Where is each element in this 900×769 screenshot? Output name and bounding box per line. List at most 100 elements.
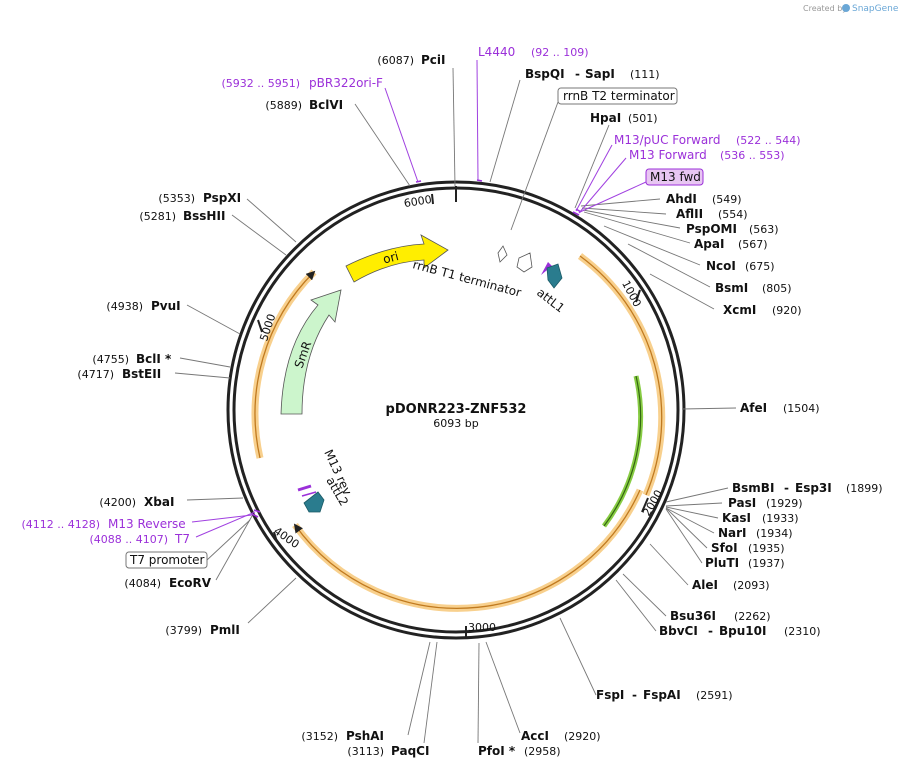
rrnb-t2-box: rrnB T2 terminator (557, 87, 678, 105)
svg-text:(4755): (4755) (92, 353, 129, 366)
enzyme-pspomi: PspOMI (563) (686, 222, 779, 236)
svg-text:BsmI: BsmI (715, 281, 748, 295)
svg-text:AhdI: AhdI (666, 192, 697, 206)
svg-text:T7: T7 (174, 532, 190, 546)
svg-text:M13/pUC Forward: M13/pUC Forward (614, 133, 721, 147)
svg-text:NarI: NarI (718, 526, 747, 540)
attl1-feature: attL1 (534, 262, 567, 316)
svg-text:Bpu10I: Bpu10I (719, 624, 766, 638)
svg-text:(4200): (4200) (99, 496, 136, 509)
svg-text:PciI: PciI (421, 53, 446, 67)
svg-text:(3113): (3113) (347, 745, 384, 758)
svg-text:M13 fwd: M13 fwd (650, 170, 701, 184)
svg-text:M13 Reverse: M13 Reverse (108, 517, 186, 531)
primer-pbr322ori-f: (5932 .. 5951) pBR322ori-F (221, 76, 383, 90)
svg-text:(4938): (4938) (106, 300, 143, 313)
enzyme-alei: AleI (2093) (692, 578, 770, 592)
svg-text:FspI: FspI (596, 688, 624, 702)
enzyme-bsu36i: Bsu36I (2262) (670, 609, 771, 623)
svg-text:(1933): (1933) (762, 512, 799, 525)
svg-text:(567): (567) (738, 238, 768, 251)
svg-text:(2262): (2262) (734, 610, 771, 623)
plasmid-length: 6093 bp (433, 417, 478, 430)
svg-text:PfoI *: PfoI * (478, 744, 516, 758)
svg-text:pBR322ori-F: pBR322ori-F (309, 76, 383, 90)
enzyme-pmli: (3799) PmlI (165, 623, 239, 637)
enzyme-kasi: KasI (1933) (722, 511, 799, 525)
enzyme-afei: AfeI (1504) (740, 401, 820, 415)
svg-text:M13 Forward: M13 Forward (629, 148, 707, 162)
enzyme-pshai: (3152) PshAI (301, 729, 384, 743)
t7-promoter-box: T7 promoter (125, 519, 251, 569)
enzyme-pcii: (6087) PciI (377, 53, 445, 67)
svg-text:EcoRV: EcoRV (169, 576, 212, 590)
svg-text:NcoI: NcoI (706, 259, 736, 273)
svg-text:(4088 .. 4107): (4088 .. 4107) (89, 533, 168, 546)
svg-text:(1935): (1935) (748, 542, 785, 555)
svg-text:(4717): (4717) (77, 368, 114, 381)
svg-text:AccI: AccI (521, 729, 549, 743)
svg-text:AfeI: AfeI (740, 401, 767, 415)
svg-text:-: - (784, 481, 789, 495)
svg-text:PaqCI: PaqCI (391, 744, 429, 758)
svg-text:PspXI: PspXI (203, 191, 241, 205)
svg-text:Bsu36I: Bsu36I (670, 609, 716, 623)
svg-text:HpaI: HpaI (590, 111, 621, 125)
enzyme-leader-lines (174, 67, 737, 744)
svg-text:PshAI: PshAI (346, 729, 384, 743)
rrnb-t1-label: rrnB T1 terminator (411, 257, 523, 299)
svg-text:BclVI: BclVI (309, 98, 343, 112)
svg-text:(2958): (2958) (524, 745, 561, 758)
svg-text:Esp3I: Esp3I (795, 481, 832, 495)
svg-text:(501): (501) (628, 112, 658, 125)
green-arc (602, 375, 644, 528)
enzyme-bcli: (4755) BclI * (92, 352, 172, 366)
svg-text:(5353): (5353) (158, 192, 195, 205)
svg-text:-: - (575, 67, 580, 81)
snapgene-logo-icon (842, 4, 850, 12)
svg-text:(920): (920) (772, 304, 802, 317)
svg-text:SfoI: SfoI (711, 541, 738, 555)
svg-text:PspOMI: PspOMI (686, 222, 737, 236)
enzyme-bclvi: (5889) BclVI (265, 98, 343, 112)
svg-text:(92 .. 109): (92 .. 109) (531, 46, 589, 59)
map-ticks (257, 186, 649, 638)
tick-6000: 6000 (403, 193, 433, 210)
enzyme-bspqi-sapi: BspQI - SapI (111) (525, 67, 660, 81)
enzyme-bsmi: BsmI (805) (715, 281, 792, 295)
svg-text:(3152): (3152) (301, 730, 338, 743)
svg-text:XcmI: XcmI (723, 303, 756, 317)
attl2-feature: M13 rev attL2 (297, 447, 355, 513)
enzyme-fspi-fspai: FspI - FspAI (2591) (596, 688, 733, 702)
orf-highlight-arcs (251, 253, 666, 612)
svg-text:ApaI: ApaI (694, 237, 724, 251)
svg-text:(5281): (5281) (139, 210, 176, 223)
svg-text:BclI *: BclI * (136, 352, 172, 366)
enzyme-ecorv: (4084) EcoRV (124, 576, 211, 590)
ori-feature: ori (345, 234, 449, 283)
smr-feature: SmR (280, 289, 342, 415)
enzyme-ahdi: AhdI (549) (666, 192, 742, 206)
primer-l4440: L4440 (92 .. 109) (478, 45, 589, 59)
svg-text:(5889): (5889) (265, 99, 302, 112)
enzyme-pluti: PluTI (1937) (705, 556, 785, 570)
svg-text:(563): (563) (749, 223, 779, 236)
created-by-label: Created by (803, 4, 847, 13)
svg-text:(1929): (1929) (766, 497, 803, 510)
enzyme-pfoi: PfoI * (2958) (478, 744, 561, 758)
ori-label: ori (381, 249, 400, 267)
svg-text:(5932 .. 5951): (5932 .. 5951) (221, 77, 300, 90)
enzyme-pasi: PasI (1929) (728, 496, 803, 510)
primer-t7: (4088 .. 4107) T7 (89, 532, 190, 546)
svg-text:(2920): (2920) (564, 730, 601, 743)
enzyme-pvui: (4938) PvuI (106, 299, 180, 313)
enzyme-hpai: HpaI (501) (590, 111, 658, 125)
svg-text:(2591): (2591) (696, 689, 733, 702)
svg-text:PasI: PasI (728, 496, 756, 510)
enzyme-apai: ApaI (567) (694, 237, 768, 251)
svg-text:(6087): (6087) (377, 54, 414, 67)
svg-text:-: - (708, 624, 713, 638)
enzyme-bbvci-bpu10i: BbvCI - Bpu10I (2310) (659, 624, 821, 638)
enzyme-xcmi: XcmI (920) (723, 303, 802, 317)
